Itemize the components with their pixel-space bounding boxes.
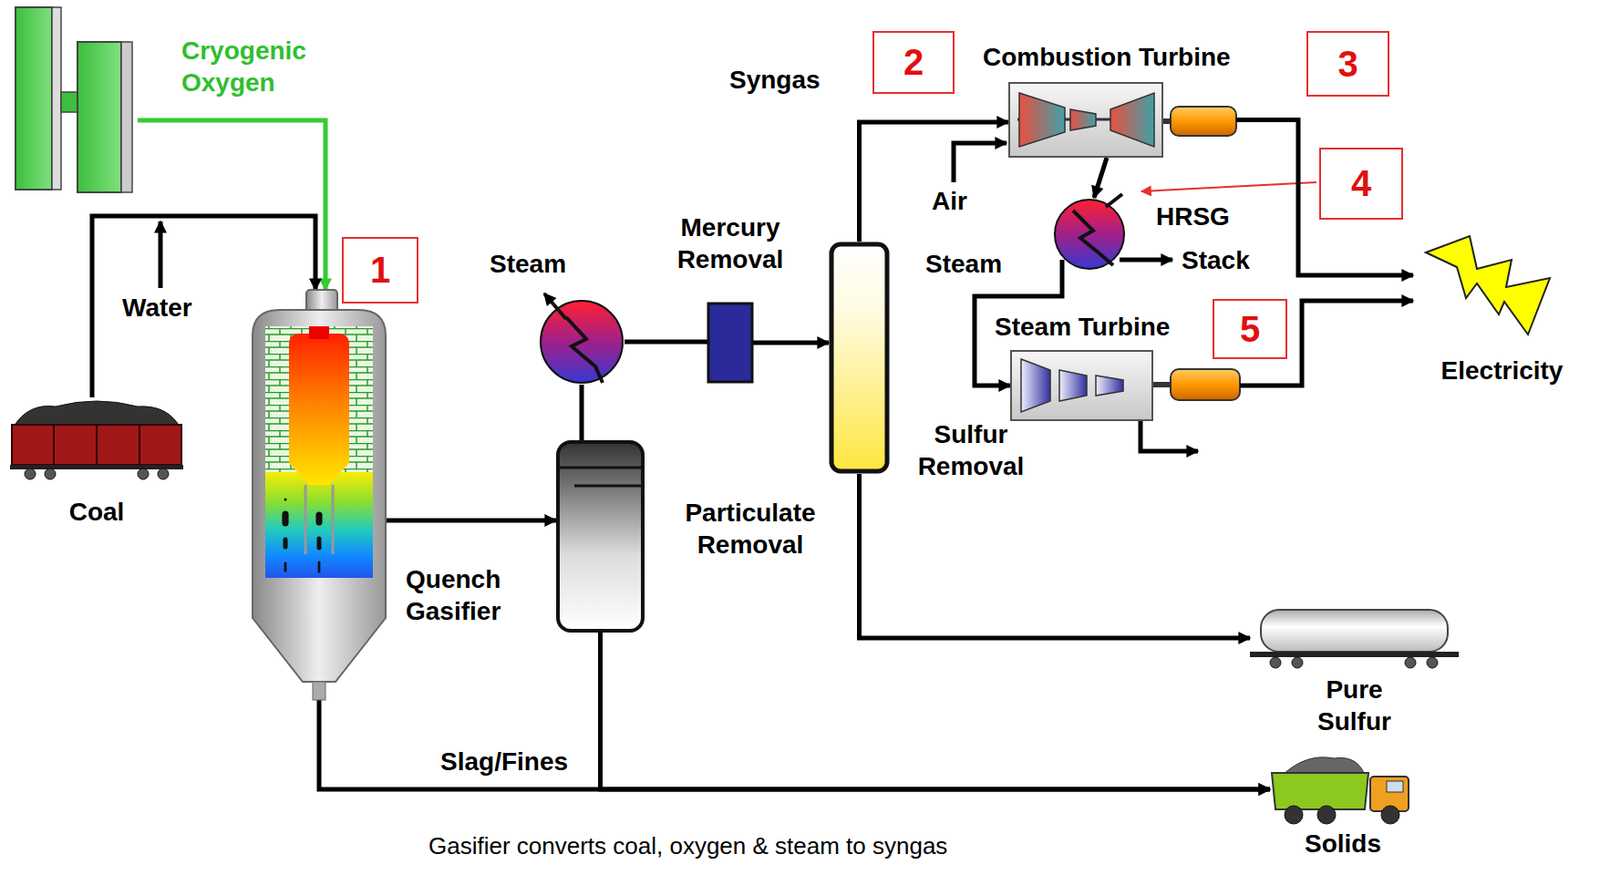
generator [1170, 106, 1237, 136]
water-feed-arrow [158, 221, 164, 289]
node-label: Combustion Turbine [982, 41, 1231, 73]
stream-label: Steam [925, 247, 1002, 280]
flow-line [859, 122, 1010, 242]
hrsg-outline [1052, 197, 1126, 271]
stream-label: Air [931, 185, 968, 217]
flow-line [600, 632, 1271, 790]
callout-leader [1141, 182, 1317, 192]
flow-line [859, 474, 1251, 639]
node-label: Particulate Removal [663, 496, 837, 561]
node-label: Steam Turbine [994, 310, 1170, 343]
flow-line [319, 700, 1270, 790]
flow-line [624, 340, 708, 345]
particulate-scrubber-outline [556, 440, 645, 633]
solids-truck: Solids [1269, 753, 1416, 861]
electricity-output: Electricity [1413, 234, 1591, 390]
stream-label: Syngas [729, 63, 821, 96]
generator [1170, 369, 1240, 401]
hrsg: HRSG [1052, 197, 1126, 271]
stream-label: Water [122, 291, 193, 324]
air-inlet-arrow [953, 143, 1007, 183]
callout-number: 4 [1319, 147, 1404, 220]
callout-number: 3 [1306, 30, 1390, 97]
combustion-turbine: Combustion Turbine [1008, 82, 1164, 158]
coal-railcar: Coal [10, 397, 184, 535]
stream-label: Slag/Fines [440, 745, 568, 778]
flow-line [137, 120, 326, 290]
particulate-scrubber: Particulate Removal [556, 440, 645, 633]
note-text: Gasifier converts coal, oxygen & steam t… [428, 831, 948, 862]
flow-line [753, 340, 829, 346]
node-label: Cryogenic Oxygen [181, 34, 364, 99]
node-label: Sulfur Removal [911, 418, 1031, 483]
flow-line [1239, 300, 1414, 386]
node-label: HRSG [1156, 200, 1230, 233]
node-label: Pure Sulfur [1300, 673, 1410, 738]
flow-line [579, 384, 585, 441]
callout-number: 1 [341, 237, 419, 304]
node-label: Electricity [1441, 354, 1564, 387]
node-label: Solids [1304, 827, 1382, 860]
air-separation-unit-outline [10, 5, 138, 195]
exhaust-arrow [1140, 421, 1198, 452]
node-label: Mercury Removal [666, 211, 795, 276]
flow-line [385, 518, 557, 524]
callout-number: 5 [1212, 299, 1288, 360]
flow-line [1236, 120, 1414, 277]
stream-label: Stack [1181, 244, 1250, 277]
combustion-turbine-outline [1008, 82, 1164, 158]
steam-turbine: Steam Turbine [1010, 350, 1154, 422]
sulfur-tank-car: Pure Sulfur [1249, 606, 1459, 739]
sulfur-removal-column: Sulfur Removal [828, 241, 890, 475]
node-label: Quench Gasifier [405, 563, 543, 628]
mercury-removal-bed: Mercury Removal [707, 302, 754, 383]
turbine-shaft [1153, 381, 1173, 388]
node-label: Steam [489, 247, 567, 280]
air-separation-unit: Cryogenic Oxygen [10, 5, 138, 195]
sulfur-removal-column-outline [828, 241, 890, 475]
callout-number: 2 [872, 30, 955, 94]
quench-gasifier-outline [252, 289, 386, 701]
heat-exchanger: Steam [538, 299, 625, 385]
quench-gasifier: Quench Gasifier [252, 289, 386, 701]
stack-arrow [1119, 258, 1173, 263]
heat-exchanger-outline [538, 299, 625, 385]
flow-line [1094, 157, 1107, 198]
mercury-removal-bed-outline [707, 302, 754, 383]
node-label: Coal [69, 495, 125, 528]
steam-turbine-outline [1010, 350, 1154, 422]
